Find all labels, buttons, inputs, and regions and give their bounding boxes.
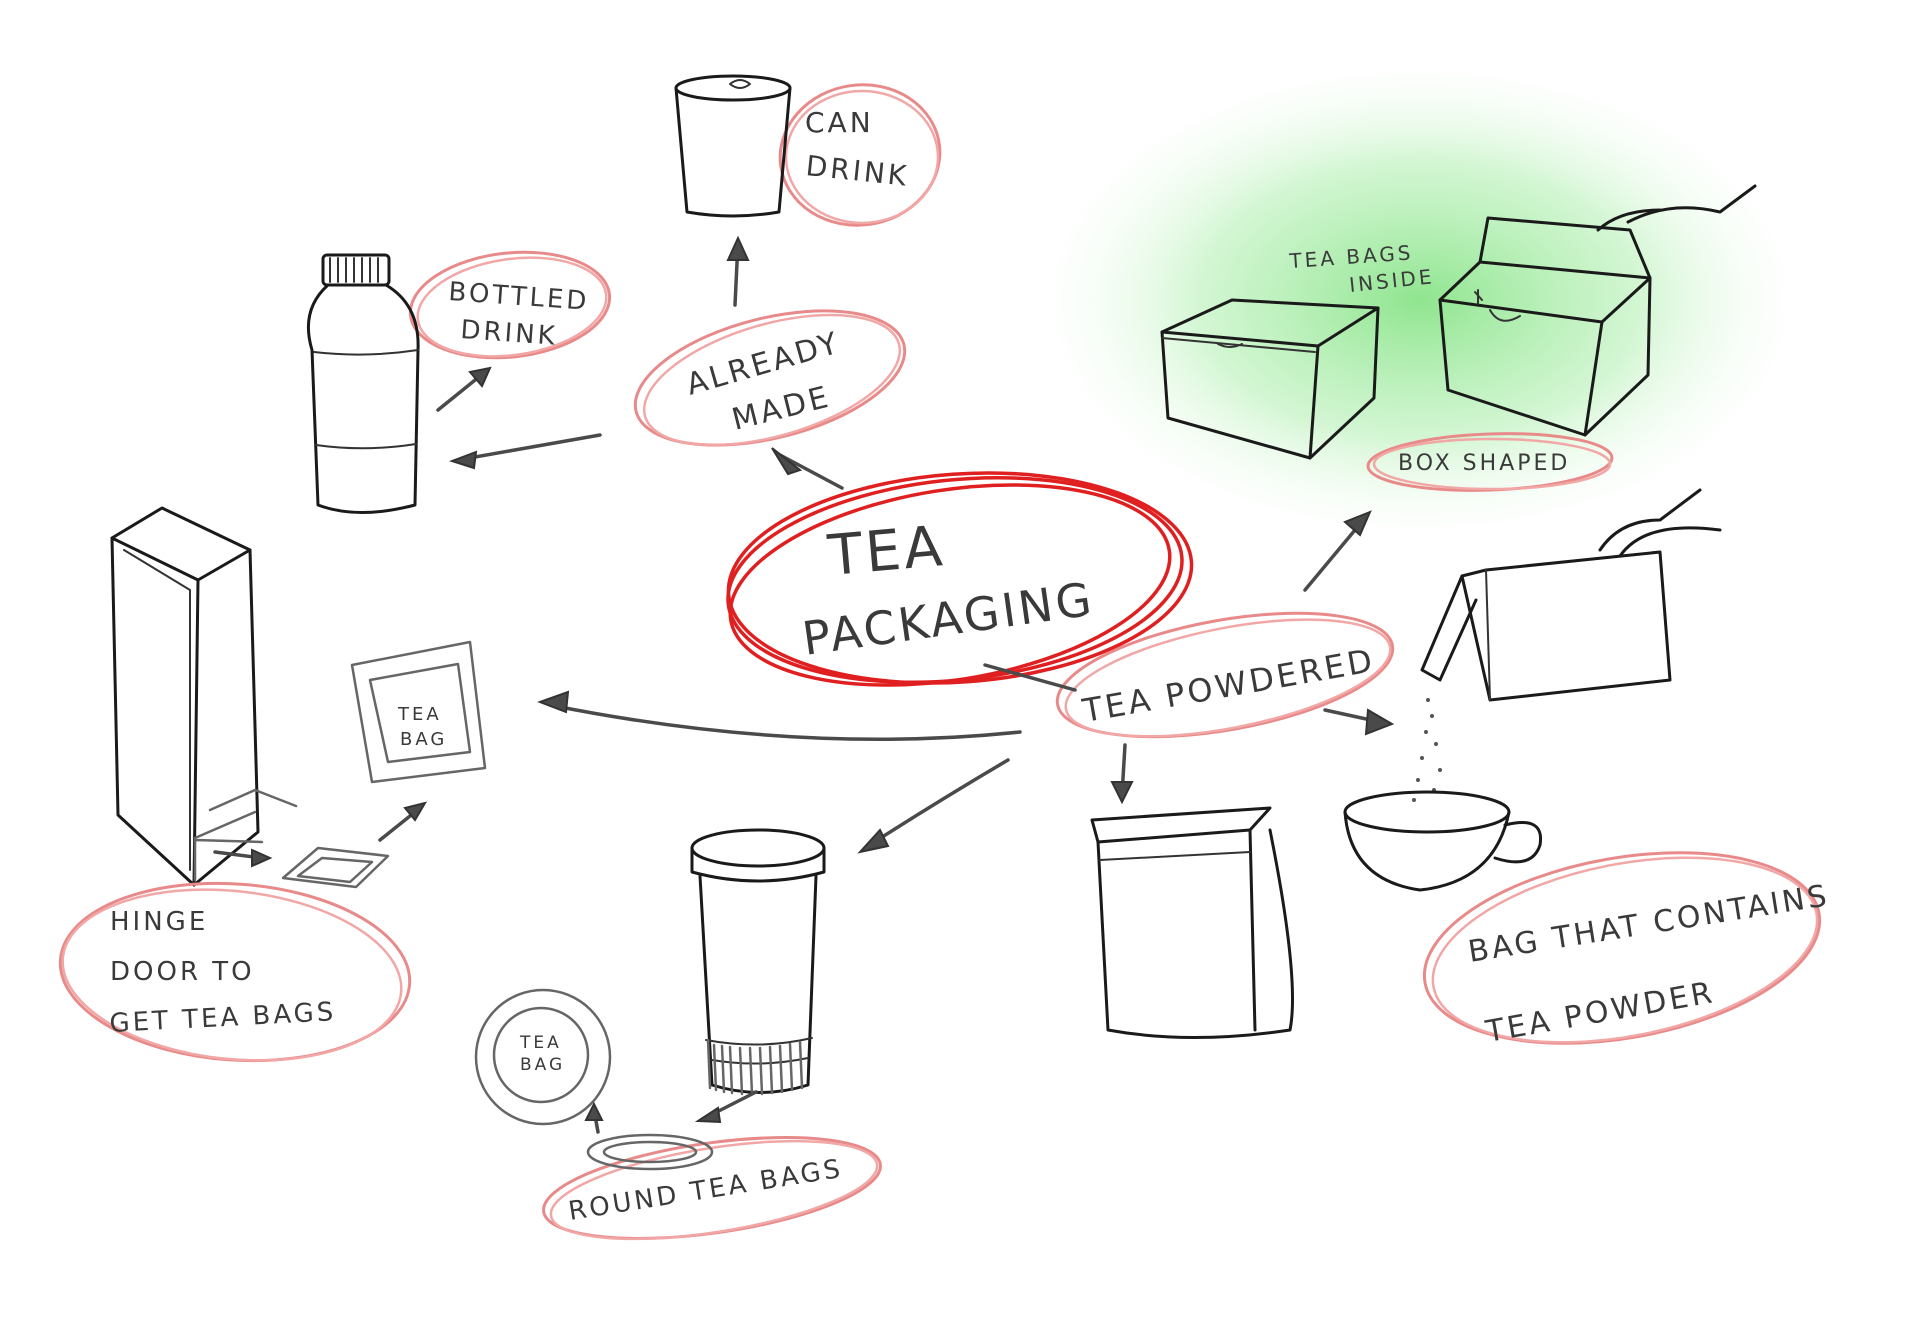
round-teabag-line2: BAG: [520, 1055, 565, 1075]
box-shaped-label: BOX SHAPED: [1398, 451, 1570, 476]
can-drink-node: CAN DRINK: [778, 83, 942, 227]
round-teabag-icon: TEA BAG: [474, 988, 612, 1126]
central-node: TEA PACKAGING: [726, 471, 1194, 687]
pouch-icon: [1090, 806, 1294, 1039]
round-teabag-line1: TEA: [519, 1033, 562, 1053]
already-made-node: ALREADY MADE: [633, 309, 907, 447]
already-made-line2: MADE: [728, 379, 834, 437]
square-teabag-line2: BAG: [400, 729, 447, 750]
hinge-door-line3: GET TEA BAGS: [109, 997, 337, 1039]
small-teabag-icon: [281, 846, 390, 889]
tea-powdered-node: TEA POWDERED: [1055, 611, 1395, 739]
hinge-door-line2: DOOR TO: [110, 957, 255, 987]
bottle-icon: [306, 253, 420, 514]
hinge-door-node: HINGE DOOR TO GET TEA BAGS: [58, 881, 412, 1063]
teacup-icon: [1343, 790, 1543, 892]
square-teabag-icon: TEA BAG: [350, 640, 487, 784]
box-shaped-node: BOX SHAPED: [1366, 432, 1614, 492]
green-highlight: [1020, 50, 1820, 550]
can-drink-line2: DRINK: [804, 149, 910, 193]
round-disc-icon: [586, 1133, 714, 1171]
bottled-drink-node: BOTTLED DRINK: [408, 250, 612, 360]
central-title-line1: TEA: [825, 514, 948, 589]
tea-powdered-label: TEA POWDERED: [1079, 641, 1378, 730]
canister-icon: [690, 828, 826, 1096]
can-icon: [674, 74, 792, 218]
can-drink-line1: CAN: [805, 106, 874, 139]
arrows: [213, 235, 1483, 1134]
open-box-icon: [1438, 184, 1757, 437]
bottled-drink-line1: BOTTLED: [448, 277, 591, 317]
square-teabag-line1: TEA: [397, 704, 442, 725]
bag-powder-node: BAG THAT CONTAINS TEA POWDER: [1422, 851, 1832, 1050]
tall-box-icon: [110, 506, 298, 887]
closed-box-icon: [1160, 298, 1380, 460]
powder-stream: [1412, 698, 1442, 802]
bag-powder-line2: TEA POWDER: [1482, 975, 1717, 1050]
bottled-drink-line2: DRINK: [460, 315, 559, 352]
pouring-pack-icon: [1420, 488, 1722, 702]
round-tea-bags-node: ROUND TEA BAGS: [542, 1136, 882, 1241]
hinge-door-line1: HINGE: [110, 907, 208, 937]
